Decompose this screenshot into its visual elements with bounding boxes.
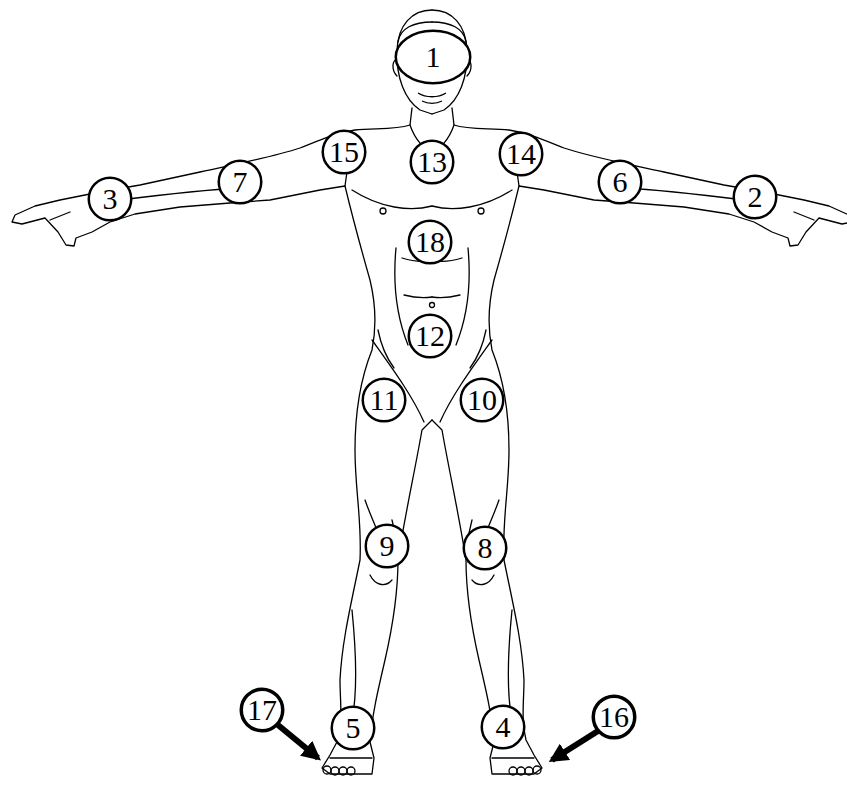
callout-label: 9 [364,523,410,569]
callout-label: 1 [394,29,472,85]
callout-circle: 18 [407,219,453,265]
callout-circle: 7 [217,159,263,205]
callout-number: 18 [415,227,445,257]
callout-label: 18 [407,219,453,265]
callout-circle: 9 [364,523,410,569]
callout-number: 13 [417,147,447,177]
callout-number: 11 [370,385,399,415]
callout-number: 4 [496,712,511,742]
callout-label: 8 [462,525,508,571]
callout-circle: 11 [361,377,407,423]
callout-circle: 15 [321,129,367,175]
callout-label: 17 [239,687,285,733]
callout-circle: 13 [409,139,455,185]
callout-label: 7 [217,159,263,205]
callout-circle: 5 [330,705,376,751]
callout-circle: 6 [597,159,643,205]
callout-label: 6 [597,159,643,205]
callout-circle: 2 [732,174,778,220]
leader-arrow [552,731,598,760]
callout-label: 2 [732,174,778,220]
callout-number: 17 [247,695,277,725]
callout-number: 10 [467,385,497,415]
callout-number: 2 [748,182,763,212]
callout-circle: 3 [87,176,133,222]
callout-label: 15 [321,129,367,175]
callout-circle: 4 [480,704,526,750]
callout-circle: 12 [407,313,453,359]
callout-number: 6 [613,167,628,197]
callout-number: 16 [599,702,629,732]
callout-label: 13 [409,139,455,185]
callout-number: 9 [380,531,395,561]
callout-number: 5 [346,713,361,743]
callout-label: 11 [361,377,407,423]
callout-number: 7 [233,167,248,197]
callout-circle: 10 [459,377,505,423]
callout-number: 12 [415,321,445,351]
callout-circle: 16 [591,694,637,740]
callout-ellipse: 1 [394,29,472,85]
callout-label: 16 [591,694,637,740]
callout-circle: 14 [498,131,544,177]
callout-label: 4 [480,704,526,750]
leader-arrow [278,725,318,758]
callout-number: 15 [329,137,359,167]
callout-number: 14 [506,139,536,169]
callout-label: 3 [87,176,133,222]
callout-number: 3 [103,184,118,214]
callout-circle: 17 [239,687,285,733]
callout-circle: 8 [462,525,508,571]
callout-label: 10 [459,377,505,423]
callout-label: 5 [330,705,376,751]
callout-number: 8 [478,533,493,563]
callout-label: 14 [498,131,544,177]
callout-label: 12 [407,313,453,359]
callout-number: 1 [426,42,441,72]
